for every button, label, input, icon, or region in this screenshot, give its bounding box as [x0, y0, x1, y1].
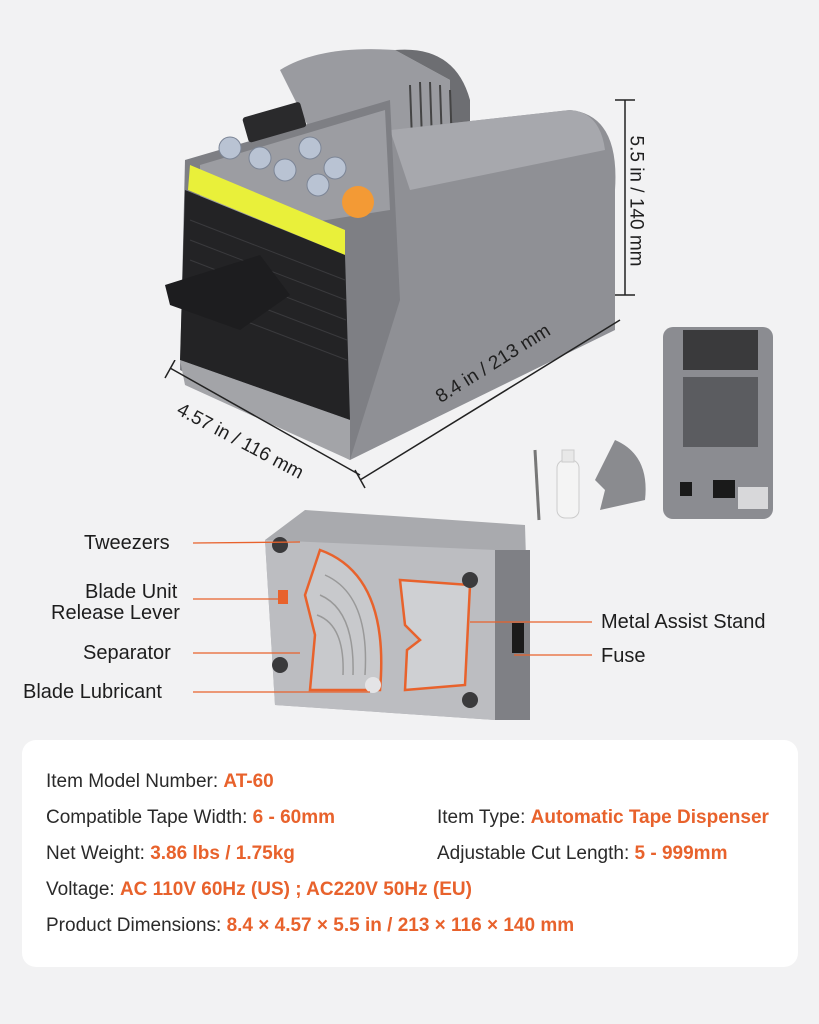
width-dimension-line	[164, 360, 361, 476]
spec-item-type-label: Item Type:	[437, 807, 531, 828]
accessories-image	[525, 420, 655, 530]
callout-tweezers: Tweezers	[84, 532, 170, 554]
spec-tape-width-label: Compatible Tape Width:	[46, 807, 253, 828]
callout-metal-assist-stand: Metal Assist Stand	[601, 611, 766, 633]
spec-cut-length-label: Adjustable Cut Length:	[437, 843, 635, 864]
spec-item-type-value: Automatic Tape Dispenser	[530, 807, 769, 828]
spec-voltage-value: AC 110V 60Hz (US) ; AC220V 50Hz (EU)	[119, 879, 472, 900]
height-dimension-label: 5.5 in / 140 mm	[625, 135, 647, 267]
spec-item-type: Item Type: Automatic Tape Dispenser	[437, 807, 769, 829]
spec-dimensions-label: Product Dimensions:	[46, 915, 227, 936]
spec-model-label: Item Model Number:	[46, 771, 224, 792]
spec-dimensions-value: 8.4 × 4.57 × 5.5 in / 213 × 116 × 140 mm	[226, 915, 575, 936]
underside-view-image	[255, 505, 535, 730]
spec-dimensions: Product Dimensions: 8.4 × 4.57 × 5.5 in …	[46, 915, 574, 937]
spec-cut-length: Adjustable Cut Length: 5 - 999mm	[437, 843, 727, 865]
spec-card: Item Model Number: AT-60 Compatible Tape…	[22, 740, 798, 967]
callout-blade-unit-line2: Release Lever	[51, 602, 180, 624]
main-product-image	[150, 40, 620, 470]
spec-voltage-label: Voltage:	[46, 879, 120, 900]
callout-separator: Separator	[83, 642, 171, 664]
callout-blade-lubricant: Blade Lubricant	[23, 681, 162, 703]
callout-leader-lines	[192, 541, 592, 693]
spec-voltage: Voltage: AC 110V 60Hz (US) ; AC220V 50Hz…	[46, 879, 472, 901]
spec-tape-width: Compatible Tape Width: 6 - 60mm	[46, 807, 335, 829]
spec-model: Item Model Number: AT-60	[46, 771, 274, 793]
spec-cut-length-value: 5 - 999mm	[634, 843, 728, 864]
callout-blade-unit-line1: Blade Unit	[85, 581, 178, 603]
spec-net-weight-label: Net Weight:	[46, 843, 151, 864]
height-dimension-line	[615, 99, 635, 296]
spec-model-value: AT-60	[223, 771, 274, 792]
spec-net-weight: Net Weight: 3.86 lbs / 1.75kg	[46, 843, 295, 865]
callout-fuse: Fuse	[601, 645, 646, 667]
spec-net-weight-value: 3.86 lbs / 1.75kg	[150, 843, 295, 864]
spec-tape-width-value: 6 - 60mm	[252, 807, 336, 828]
back-view-image	[658, 322, 780, 524]
